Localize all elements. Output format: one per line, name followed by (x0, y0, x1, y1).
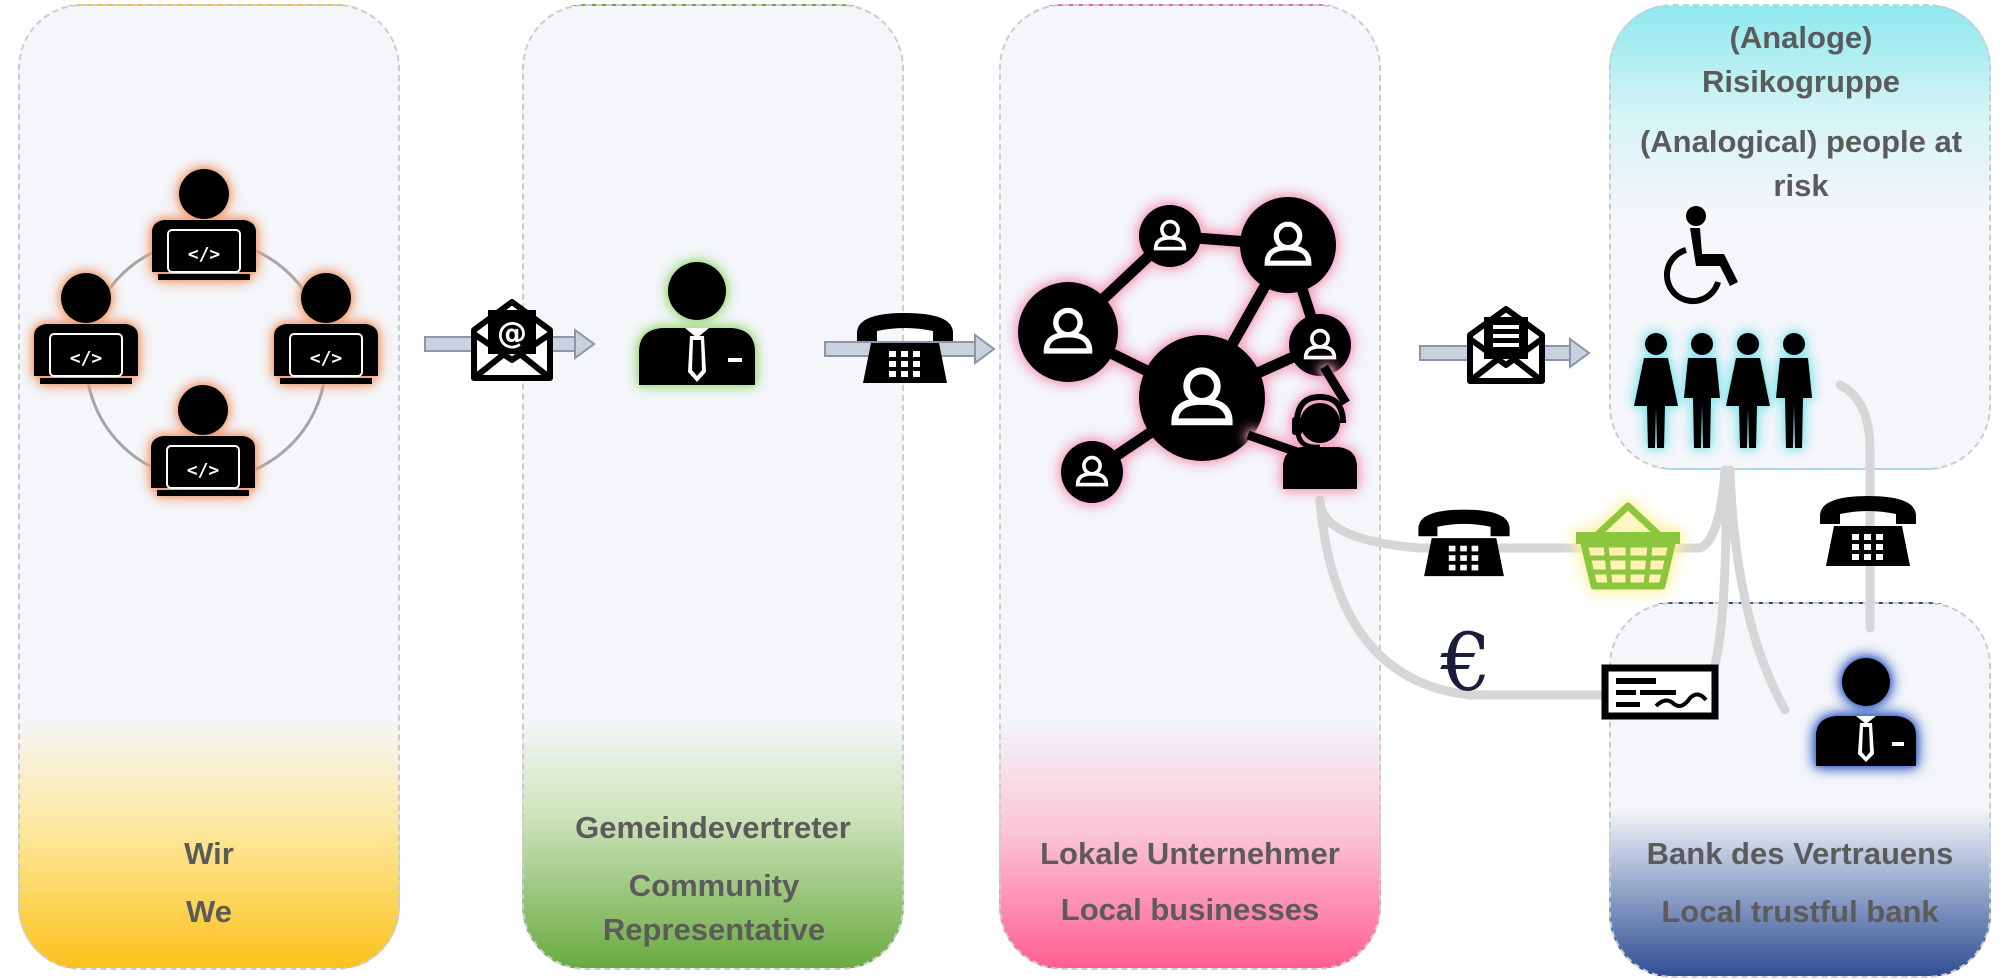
letter-icon (1467, 306, 1545, 384)
people-network-icon (1018, 197, 1351, 503)
phone-icon (1820, 496, 1916, 566)
connector-agent-cheque-risk (1315, 465, 1731, 700)
developers-circle-icon (33, 168, 379, 497)
bank-label-en: Local trustful bank (1661, 894, 1939, 929)
connector-risk-banker (1725, 465, 1790, 715)
euro-icon: € (1440, 616, 1492, 709)
we-label-en: We (186, 894, 232, 929)
risk-group-label-de: (Analoge) Risikogruppe (1701, 20, 1901, 99)
representative-label-en: Community Representative (602, 868, 826, 947)
businesses-label-en: Local businesses (1060, 892, 1320, 927)
email-at-icon: @ (471, 299, 553, 381)
representative-label-de: Gemeindevertreter (575, 810, 851, 845)
support-agent-icon (1246, 364, 1357, 489)
businesses-label-de: Lokale Unternehmer (1040, 836, 1340, 871)
cheque-icon (1601, 664, 1719, 720)
panel-representative: Gemeindevertreter Community Representati… (522, 4, 904, 970)
risk-group-label-en: (Analogical) people at risk (1639, 124, 1963, 203)
businessman-icon (639, 262, 755, 385)
connector-risk-bank-phone (1835, 380, 1875, 633)
connector-agent-phone-risk (1315, 465, 1730, 553)
bank-label-de: Bank des Vertrauens (1646, 836, 1954, 871)
connector-lines (1315, 380, 1875, 715)
svg-text:@: @ (497, 316, 527, 351)
banker-icon (1816, 658, 1916, 766)
phone-icon (1418, 509, 1510, 577)
shopping-basket-icon (1576, 502, 1680, 590)
we-label-de: Wir (184, 836, 234, 871)
wheelchair-icon (1663, 206, 1738, 305)
phone-icon (857, 313, 953, 383)
people-group-icon (1634, 333, 1812, 448)
